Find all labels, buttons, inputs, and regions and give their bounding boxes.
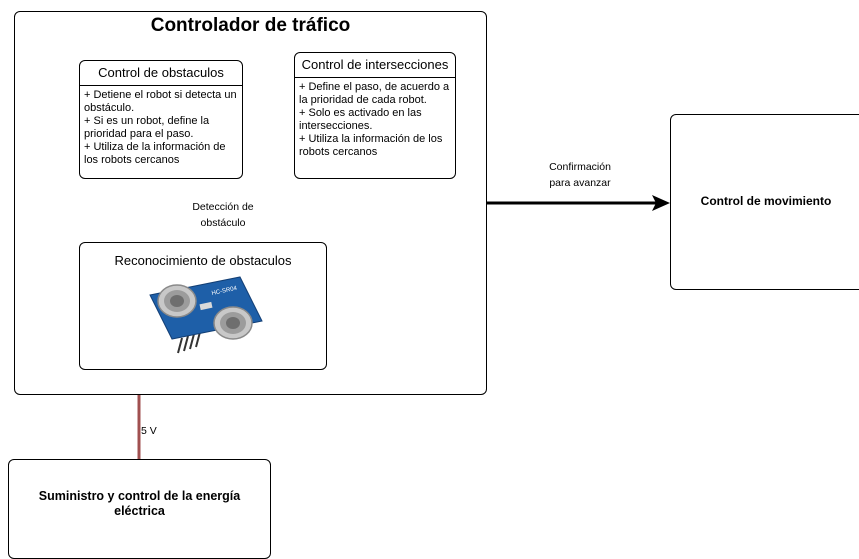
traffic-controller-title: Controlador de tráfico <box>150 15 351 36</box>
intersection-control-title: Control de intersecciones <box>295 53 455 78</box>
obstacle-control-title: Control de obstaculos <box>80 61 242 86</box>
obstacle-recognition-box: Reconocimiento de obstaculos HC-SR04 <box>79 242 327 370</box>
confirmation-arrowhead <box>652 195 670 211</box>
confirmation-edge-label: Confirmación para avanzar <box>549 161 611 189</box>
intersection-control-box: Control de intersecciones + Define el pa… <box>294 52 456 179</box>
voltage-edge-label: 5 V <box>141 425 157 437</box>
power-supply-title: Suministro y control de la energía eléct… <box>38 489 241 518</box>
intersection-control-description: + Define el paso, de acuerdo a la priori… <box>299 81 450 158</box>
power-supply-box: Suministro y control de la energía eléct… <box>8 459 271 559</box>
ultrasonic-sensor-icon: HC-SR04 <box>149 276 263 354</box>
obstacle-recognition-title: Reconocimiento de obstaculos <box>114 253 292 268</box>
detection-edge-label: Detección de obstáculo <box>192 201 254 229</box>
obstacle-control-box: Control de obstaculos + Detiene el robot… <box>79 60 243 179</box>
motion-control-box: Control de movimiento <box>670 114 859 290</box>
svg-text:HC-SR04: HC-SR04 <box>211 286 238 297</box>
obstacle-control-description: + Detiene el robot si detecta un obstácu… <box>84 89 237 166</box>
motion-control-title: Control de movimiento <box>700 194 832 208</box>
